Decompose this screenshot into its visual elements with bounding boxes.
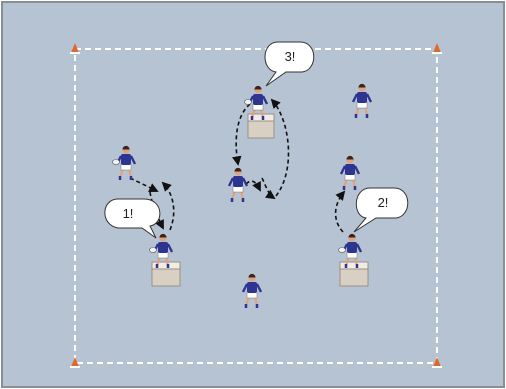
- callout-2-label: 2!: [378, 195, 389, 210]
- callout-3-label: 3!: [285, 49, 296, 64]
- callout-1-label: 1!: [123, 206, 134, 221]
- box-right: [340, 262, 368, 286]
